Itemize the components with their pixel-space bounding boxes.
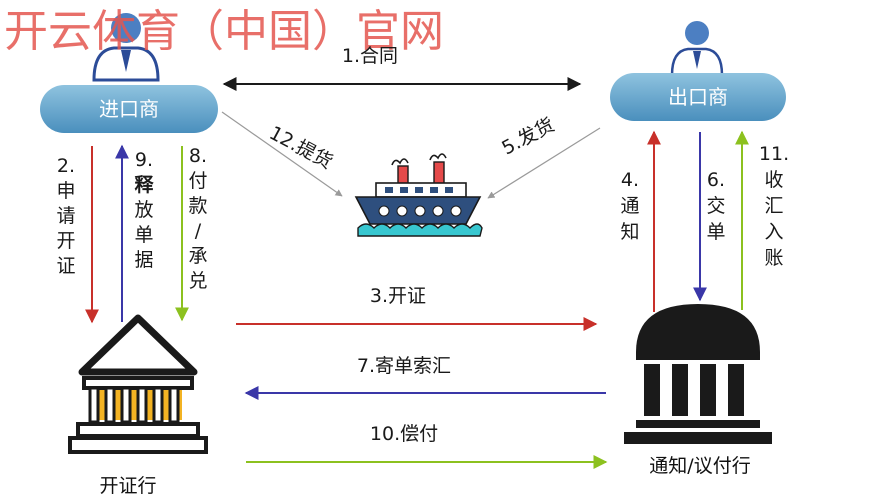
svg-text:收: 收 <box>764 169 783 191</box>
svg-text:请: 请 <box>56 205 75 227</box>
person-icon <box>92 13 160 82</box>
advising-bank-label: 通知/议付行 <box>649 455 750 477</box>
svg-text:6.: 6. <box>707 169 725 191</box>
svg-text:款: 款 <box>188 195 207 217</box>
step-12-label: 12.提货 <box>266 122 337 173</box>
step-9-label: 9. 释 放 单 据 <box>134 149 154 271</box>
svg-text:2.: 2. <box>57 155 75 177</box>
step-6-label: 6. 交 单 <box>706 169 725 243</box>
svg-text:4.: 4. <box>621 169 639 191</box>
exporter-box: 出口商 <box>610 73 786 121</box>
svg-text:开: 开 <box>56 230 75 252</box>
step-1-label: 1.合同 <box>342 45 398 67</box>
svg-text:付: 付 <box>188 170 207 192</box>
svg-text:入: 入 <box>764 221 783 243</box>
svg-text:兑: 兑 <box>188 270 207 292</box>
svg-text:证: 证 <box>56 255 75 277</box>
svg-text:单: 单 <box>706 221 725 243</box>
step-4-label: 4. 通 知 <box>620 169 639 243</box>
watermark-text: 开云体育（中国）官网 <box>4 6 444 57</box>
step-11-label: 11. 收 汇 入 账 <box>759 143 789 269</box>
issuing-bank-label: 开证行 <box>99 475 156 497</box>
person-icon <box>670 21 724 77</box>
svg-text:9.: 9. <box>135 149 153 171</box>
svg-text:放: 放 <box>134 199 153 221</box>
svg-text:申: 申 <box>56 180 75 202</box>
importer-box: 进口商 <box>40 85 218 133</box>
step-8-label: 8. 付 款 / 承 兑 <box>188 145 207 292</box>
step-10-label: 10.偿付 <box>370 423 438 445</box>
bank-building-icon <box>68 314 208 454</box>
svg-text:11.: 11. <box>759 143 789 165</box>
svg-text:承: 承 <box>188 245 207 267</box>
svg-text:汇: 汇 <box>764 195 783 217</box>
arrow-5-ship <box>487 127 601 199</box>
step-7-label: 7.寄单索汇 <box>357 355 451 377</box>
exporter-label: 出口商 <box>668 85 728 109</box>
svg-text:交: 交 <box>706 195 725 217</box>
ship-icon <box>354 153 483 237</box>
svg-text:知: 知 <box>620 221 639 243</box>
svg-text:据: 据 <box>134 249 153 271</box>
svg-text:8.: 8. <box>189 145 207 167</box>
svg-text:通: 通 <box>620 195 639 217</box>
bank-building-icon <box>624 304 772 444</box>
importer-label: 进口商 <box>99 97 159 121</box>
svg-text:/: / <box>195 220 202 242</box>
svg-text:单: 单 <box>134 224 153 246</box>
step-3-label: 3.开证 <box>370 285 426 307</box>
svg-text:账: 账 <box>764 247 783 269</box>
step-2-label: 2. 申 请 开 证 <box>56 155 75 277</box>
step-5-label: 5.发货 <box>498 114 558 160</box>
svg-text:释: 释 <box>134 174 154 196</box>
arrow-12-pickup <box>221 111 343 197</box>
